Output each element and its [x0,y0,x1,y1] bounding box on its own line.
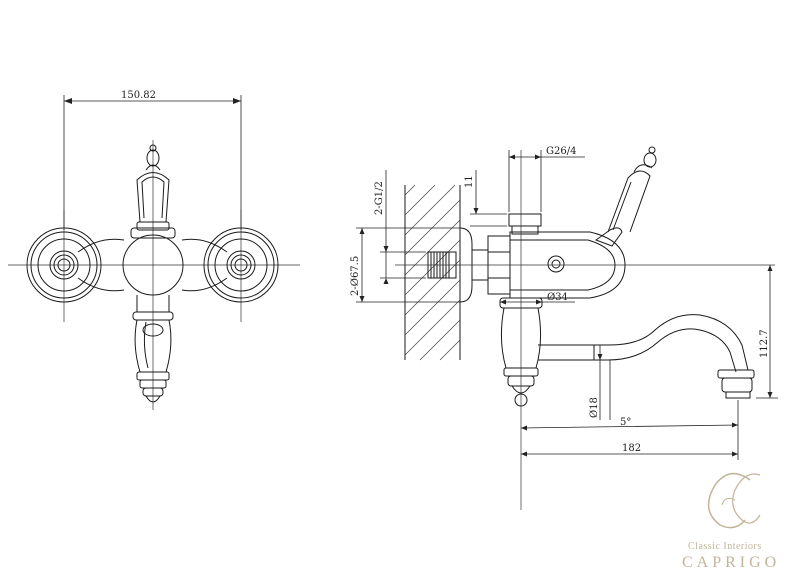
brand-tagline: Classic Interiors [688,541,762,552]
left-escutcheon [26,227,102,303]
dim-spout-reach: 182 [521,400,739,460]
dim-width-overall: 150.82 [63,90,242,230]
label-body-dia: Ø34 [547,292,568,303]
dim-escutcheon-dia: 2-Ø67.5 [350,227,460,303]
label-spout-angle: 5° [620,417,631,428]
wall-hatch [404,184,461,361]
logo-monogram-icon [707,472,761,529]
label-escutcheon-dia: 2-Ø67.5 [350,256,361,296]
dim-body-dia: Ø34 [500,292,575,305]
dim-spout-height: 112.7 [756,265,778,399]
label-inlet-thread: 2-G1/2 [374,181,385,215]
label-outlet-thread: G26/4 [546,146,576,157]
label-spout-height: 112.7 [759,329,770,358]
dim-spout-dia: Ø18 [589,345,611,420]
dim-thread-height: 11 [464,170,507,227]
dim-spout-angle: 5° [520,417,739,431]
label-width-overall: 150.82 [121,90,156,101]
dim-outlet-thread: G26/4 [508,146,585,212]
front-handle [136,144,170,223]
brand-name: CAPRIGO [682,554,780,569]
side-handle [594,146,657,247]
brand-logo: Classic Interiors CAPRIGO [682,472,780,569]
side-view: G26/4 11 2-G1/2 2-Ø67.5 [350,146,778,510]
label-spout-dia: Ø18 [589,397,600,418]
label-spout-reach: 182 [622,443,641,454]
front-view: 150.82 [8,90,300,410]
spout [538,314,755,399]
dim-inlet-thread: 2-G1/2 [374,170,426,284]
label-thread-height: 11 [464,175,475,188]
